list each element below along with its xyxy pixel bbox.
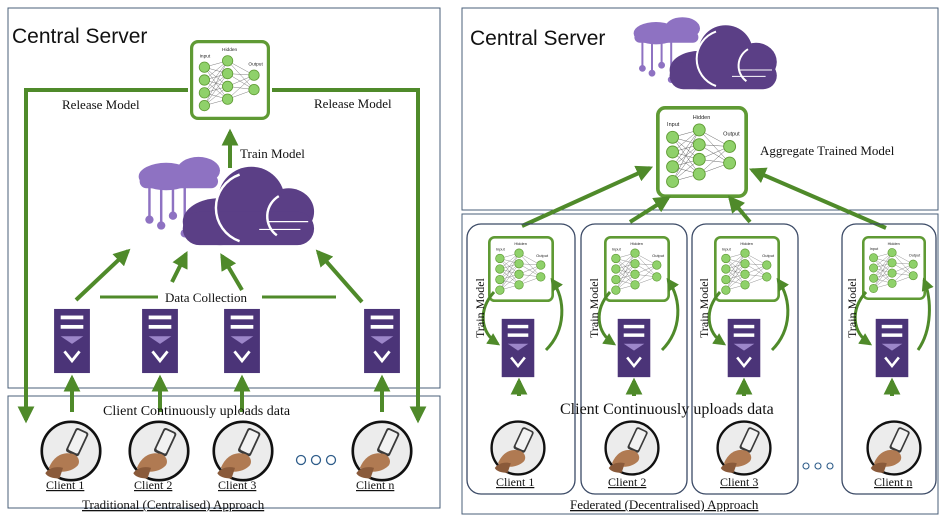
right-local-model-icon-2 (604, 235, 670, 303)
right-aggregate-arrow-4 (748, 167, 887, 230)
right-caption: Federated (Decentralised) Approach (570, 497, 759, 512)
left-client-label-2: Client 2 (134, 478, 172, 492)
right-ellipsis (802, 462, 834, 470)
right-aggregate-label: Aggregate Trained Model (760, 143, 895, 158)
right-train-model-label-3: Train Model (697, 277, 711, 338)
left-release-arrow-left (17, 88, 188, 424)
left-client-avatar-1 (40, 420, 102, 482)
right-local-model-icon-3 (714, 235, 780, 303)
left-train-model-label: Train Model (240, 146, 305, 161)
right-client-avatar-4 (866, 420, 922, 476)
right-server-icon-2 (616, 318, 652, 378)
left-release-model-label-1: Release Model (62, 97, 140, 112)
right-aggregate-arrow-3 (727, 195, 752, 224)
left-release-arrow-right (272, 88, 427, 424)
right-client-column-1: Train Model Client 1 (466, 223, 576, 495)
right-global-model-icon (656, 105, 748, 199)
left-client-avatar-3 (212, 420, 274, 482)
right-client-area-box (461, 213, 939, 515)
right-client-label-2: Client 2 (608, 475, 646, 489)
left-global-model-icon (190, 39, 270, 121)
left-upload-arrow-4 (315, 249, 364, 304)
right-uploads-label: Client Continuously uploads data (560, 401, 774, 418)
right-server-icon-4 (874, 318, 910, 378)
left-ellipsis (295, 454, 337, 466)
right-panel: Central Server Aggregate Trained Model T… (461, 7, 939, 515)
left-client-box (7, 395, 441, 509)
left-server-icon-2 (140, 308, 180, 374)
right-client-avatar-2 (604, 420, 660, 476)
right-aggregate-arrow-1 (521, 165, 654, 228)
left-caption: Traditional (Centralised) Approach (82, 497, 265, 512)
right-client-column-3: Train Model Client 3 (691, 223, 799, 495)
right-client-label-3: Client 3 (720, 475, 758, 489)
left-upload-arrow-2 (170, 250, 188, 283)
right-central-server-title: Central Server (470, 27, 605, 50)
left-server-icon-1 (52, 308, 92, 374)
left-client-avatar-4 (351, 420, 413, 482)
left-uploads-label: Client Continuously uploads data (103, 404, 291, 419)
right-client-label-1: Client 1 (496, 475, 534, 489)
right-client-column-2: Train Model Client 2 (580, 223, 688, 495)
right-local-model-icon-4 (862, 235, 926, 301)
left-upload-arrow-3 (220, 253, 244, 292)
left-client-label-1: Client 1 (46, 478, 84, 492)
left-client-label-4: Client n (356, 478, 394, 492)
left-server-icon-3 (222, 308, 262, 374)
left-client-avatar-2 (128, 420, 190, 482)
left-upload-arrow-1 (74, 248, 131, 302)
right-cloud-icon (632, 16, 778, 91)
right-client-avatar-3 (716, 420, 772, 476)
left-data-collection-label: Data Collection (165, 290, 247, 305)
left-client-label-3: Client 3 (218, 478, 256, 492)
left-central-server-title: Central Server (12, 25, 147, 48)
right-client-label-4: Client n (874, 475, 912, 489)
right-central-server-box (461, 7, 939, 211)
left-release-model-label-2: Release Model (314, 96, 392, 111)
left-panel: Central Server Release Model Release Mod… (7, 7, 441, 512)
left-cloud-icon (137, 155, 316, 247)
right-train-model-label-4: Train Model (845, 277, 859, 338)
right-client-column-4: Train Model Client n (841, 223, 937, 495)
left-server-icon-4 (362, 308, 402, 374)
right-client-avatar-1 (490, 420, 546, 476)
right-aggregate-arrow-2 (628, 196, 671, 224)
right-local-model-icon-1 (488, 235, 554, 303)
right-train-model-label-2: Train Model (587, 277, 601, 338)
right-server-icon-1 (500, 318, 536, 378)
right-server-icon-3 (726, 318, 762, 378)
left-central-server-box (7, 7, 441, 389)
right-train-model-label-1: Train Model (473, 277, 487, 338)
